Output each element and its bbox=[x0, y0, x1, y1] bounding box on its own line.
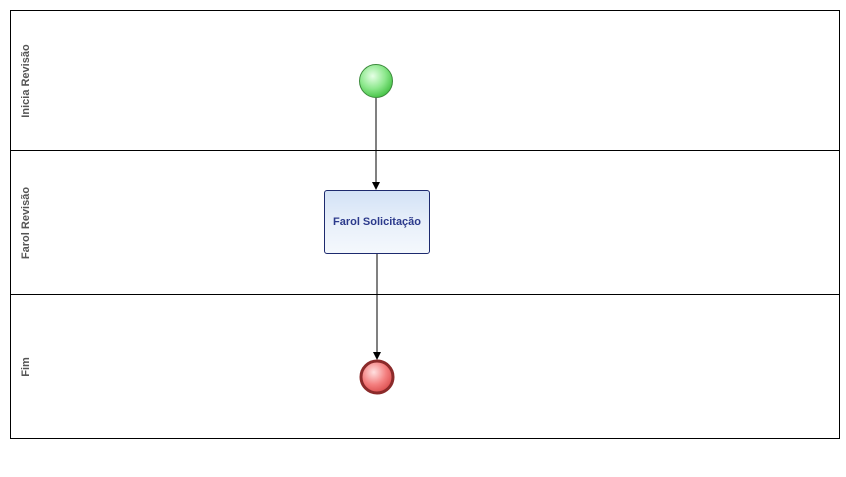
lane-fim[interactable]: Fim bbox=[10, 294, 840, 439]
task-farol-solicitacao[interactable]: Farol Solicitação bbox=[324, 190, 430, 254]
end-event-icon[interactable] bbox=[359, 359, 395, 395]
task-label: Farol Solicitação bbox=[332, 216, 422, 228]
start-event-icon[interactable] bbox=[359, 64, 393, 98]
